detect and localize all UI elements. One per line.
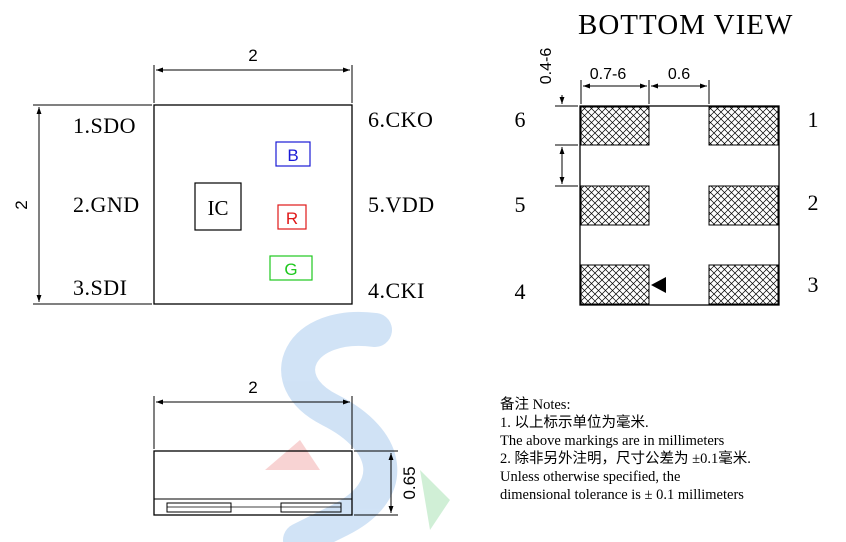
note-1-chinese: 1. 以上标示单位为毫米. [500, 415, 649, 431]
note-1-english: The above markings are in millimeters [500, 433, 725, 449]
note-2-chinese: 2. 除非另外注明，尺寸公差为 ±0.1毫米. [500, 451, 751, 467]
led-red-label: R [286, 209, 298, 228]
led-blue-label: B [287, 146, 298, 165]
dim-top: 0.4-6 [538, 48, 555, 85]
bottom-view-title: BOTTOM VIEW [578, 9, 793, 41]
side-view-body [153, 450, 353, 516]
bottom-pin-2: 2 [808, 190, 819, 215]
pin-label-3-sdi: 3.SDI [73, 275, 127, 300]
dim-pad-width: 0.7-6 [590, 66, 627, 83]
pin-label-2-gnd: 2.GND [73, 192, 140, 217]
bottom-pin-3: 3 [808, 272, 819, 297]
pad-5 [580, 185, 650, 226]
side-pad-left [166, 502, 232, 513]
bottom-view: BOTTOM VIEW 0.7-6 0.6 0.4-6 6 5 4 1 2 [515, 9, 819, 306]
bottom-pin-1: 1 [808, 107, 819, 132]
pin-label-6-cko: 6.CKO [368, 107, 433, 132]
top-view: 2 2 1.SDO 2.GND 3.SDI 6.CKO 5.VDD 4.CKI … [12, 46, 435, 305]
bottom-pin-5: 5 [515, 192, 526, 217]
note-2-english-b: dimensional tolerance is ± 0.1 millimete… [500, 487, 744, 503]
pad-2 [708, 185, 779, 226]
side-height-dim: 0.65 [400, 466, 419, 499]
note-2-english-a: Unless otherwise specified, the [500, 469, 681, 485]
notes-heading: 备注 Notes: [500, 397, 571, 413]
pad-4 [580, 264, 650, 305]
bottom-pin-6: 6 [515, 107, 526, 132]
side-width-dim: 2 [248, 378, 257, 397]
pin-label-4-cki: 4.CKI [368, 278, 425, 303]
pad-3 [708, 264, 779, 305]
led-red-box [277, 204, 307, 230]
notes-block: 备注 Notes: 1. 以上标示单位为毫米. The above markin… [500, 396, 840, 504]
pin-label-5-vdd: 5.VDD [368, 192, 435, 217]
led-green-box [269, 255, 313, 281]
watermark [265, 311, 450, 542]
side-view: 2 0.65 [153, 378, 419, 516]
pad-6 [580, 106, 650, 146]
dim-gap: 0.6 [668, 66, 690, 83]
bottom-pin-4: 4 [515, 279, 526, 304]
top-view-body [153, 104, 353, 305]
ic-label: IC [208, 196, 229, 220]
ic-box [194, 182, 242, 231]
pin-marker-triangle [651, 277, 666, 293]
pin-label-1-sdo: 1.SDO [73, 113, 136, 138]
bottom-view-outline [579, 105, 780, 306]
top-height-dim: 2 [12, 200, 31, 209]
pad-1 [708, 106, 779, 146]
side-pad-right [280, 502, 342, 513]
led-blue-box [275, 141, 311, 167]
led-green-label: G [284, 260, 297, 279]
top-width-dim: 2 [248, 46, 257, 65]
